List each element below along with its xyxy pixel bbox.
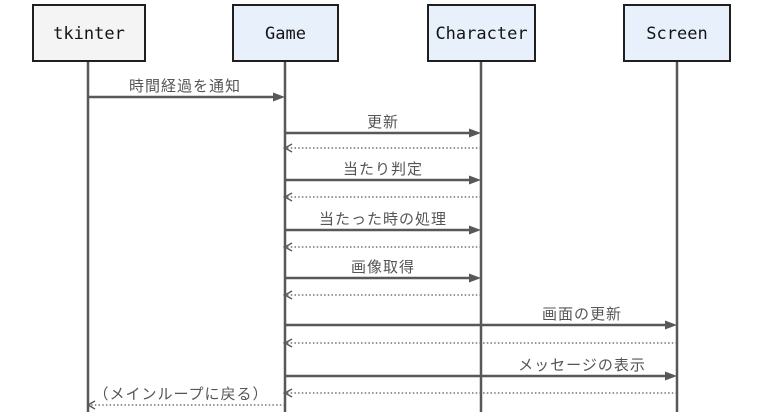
arrowhead-open-icon (283, 338, 293, 348)
message-label-3: 当たり判定 (343, 160, 423, 178)
message-label-1: 更新 (367, 113, 399, 131)
arrowhead-open-icon (283, 388, 293, 398)
arrowhead-filled-icon (469, 128, 481, 138)
message-label-9: 画面の更新 (542, 305, 622, 323)
participant-box-Screen (623, 4, 731, 62)
participant-label-Character: Character (435, 24, 527, 44)
message-label-13: （メインループに戻る） (93, 385, 268, 403)
participant-label-Screen: Screen (646, 24, 707, 44)
participant-label-tkinter: tkinter (53, 24, 125, 44)
message-label-0: 時間経過を通知 (129, 77, 241, 95)
message-label-5: 当たった時の処理 (319, 210, 447, 228)
participant-box-tkinter (32, 4, 146, 62)
arrowhead-filled-icon (469, 175, 481, 185)
arrowhead-filled-icon (273, 92, 285, 102)
participant-box-Game (232, 4, 339, 62)
message-label-11: メッセージの表示 (518, 356, 646, 374)
message-label-7: 画像取得 (351, 258, 415, 276)
participant-box-Character (427, 4, 536, 62)
participant-label-Game: Game (265, 24, 306, 44)
arrowhead-open-icon (86, 400, 96, 410)
arrowhead-filled-icon (469, 225, 481, 235)
arrowhead-open-icon (283, 143, 293, 153)
arrowhead-filled-icon (469, 273, 481, 283)
arrowhead-open-icon (283, 290, 293, 300)
arrowhead-open-icon (283, 242, 293, 252)
arrowhead-filled-icon (665, 320, 677, 330)
arrowhead-filled-icon (665, 371, 677, 381)
arrowhead-open-icon (283, 192, 293, 202)
